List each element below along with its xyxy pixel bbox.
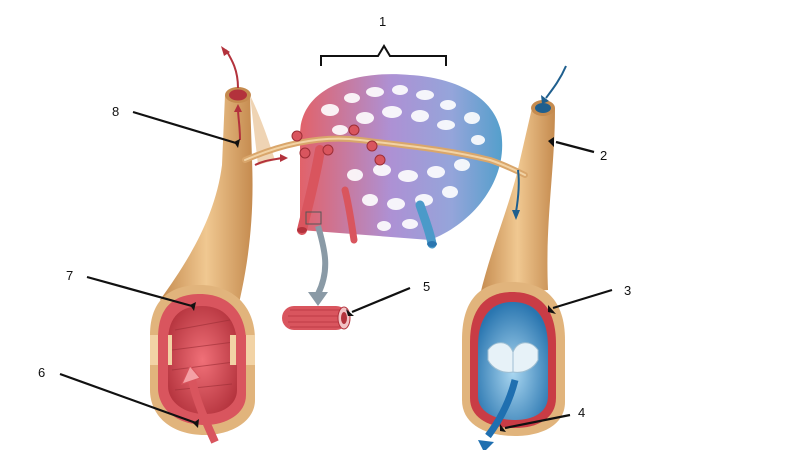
label-3: 3	[624, 283, 631, 298]
nerve-fiber	[242, 124, 528, 178]
zoom-arrow	[315, 225, 329, 296]
label-2: 2	[600, 148, 607, 163]
leader-line-8	[132, 110, 237, 145]
capillary-segment	[282, 306, 351, 330]
label-5: 5	[423, 279, 430, 294]
leader-line-7	[86, 275, 193, 308]
capillary-bed	[297, 74, 503, 249]
label-8: 8	[112, 104, 119, 119]
valve-icon	[487, 342, 539, 373]
label-7: 7	[66, 268, 73, 283]
label-6: 6	[38, 365, 45, 380]
zoom-box	[305, 211, 322, 225]
leader-line-3	[552, 288, 613, 310]
capillary-network	[321, 85, 485, 231]
leader-line-4	[504, 413, 571, 430]
arrow-vein-bottom-icon	[478, 379, 519, 450]
vein-cross-section	[462, 282, 565, 436]
leader-line-5	[351, 286, 411, 314]
label-4: 4	[578, 405, 585, 420]
label-1: 1	[379, 14, 386, 29]
arrow-artery-bottom-icon	[181, 365, 219, 444]
artery-cross-section	[150, 285, 255, 435]
bracket-1	[320, 44, 447, 66]
artery-tube	[160, 87, 275, 320]
arrow-inflow-icon	[512, 65, 567, 220]
leader-line-6	[59, 372, 197, 425]
leader-line-2	[555, 140, 595, 154]
arrow-outflow-icon	[221, 46, 288, 166]
